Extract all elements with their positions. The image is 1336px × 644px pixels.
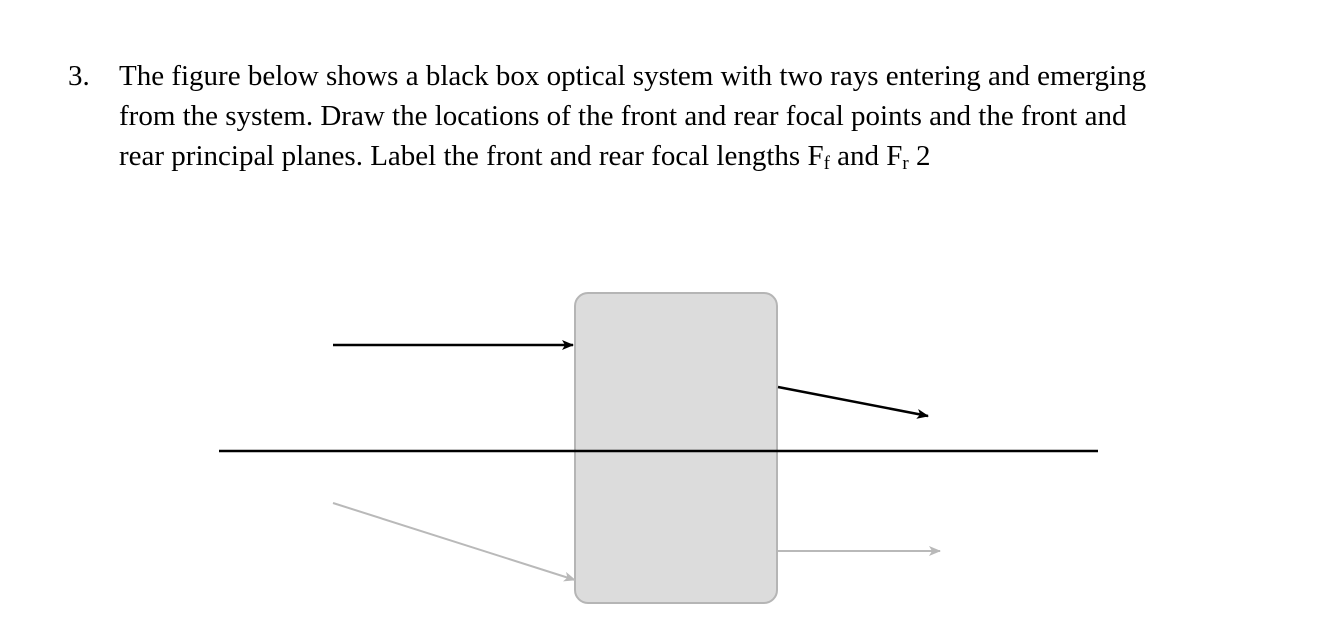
black-box [574,292,778,604]
ray-2-incoming [332,502,576,582]
question-line-3-ending: 2 [908,140,931,172]
question-line-3: rear principal planes. Label the front a… [119,136,1309,176]
ray-1-outgoing [777,385,929,419]
subscript-r: r [902,153,909,174]
question-line-2: from the system. Draw the locations of t… [119,100,1127,132]
question-number: 3. [68,60,90,92]
subscript-f: f [823,153,830,174]
question-line-1: The figure below shows a black box optic… [119,60,1147,92]
question-text: The figure below shows a black box optic… [119,56,1309,176]
question-line-3-middle: and F [829,140,903,172]
question-line-3-text: rear principal planes. Label the front a… [119,140,824,172]
